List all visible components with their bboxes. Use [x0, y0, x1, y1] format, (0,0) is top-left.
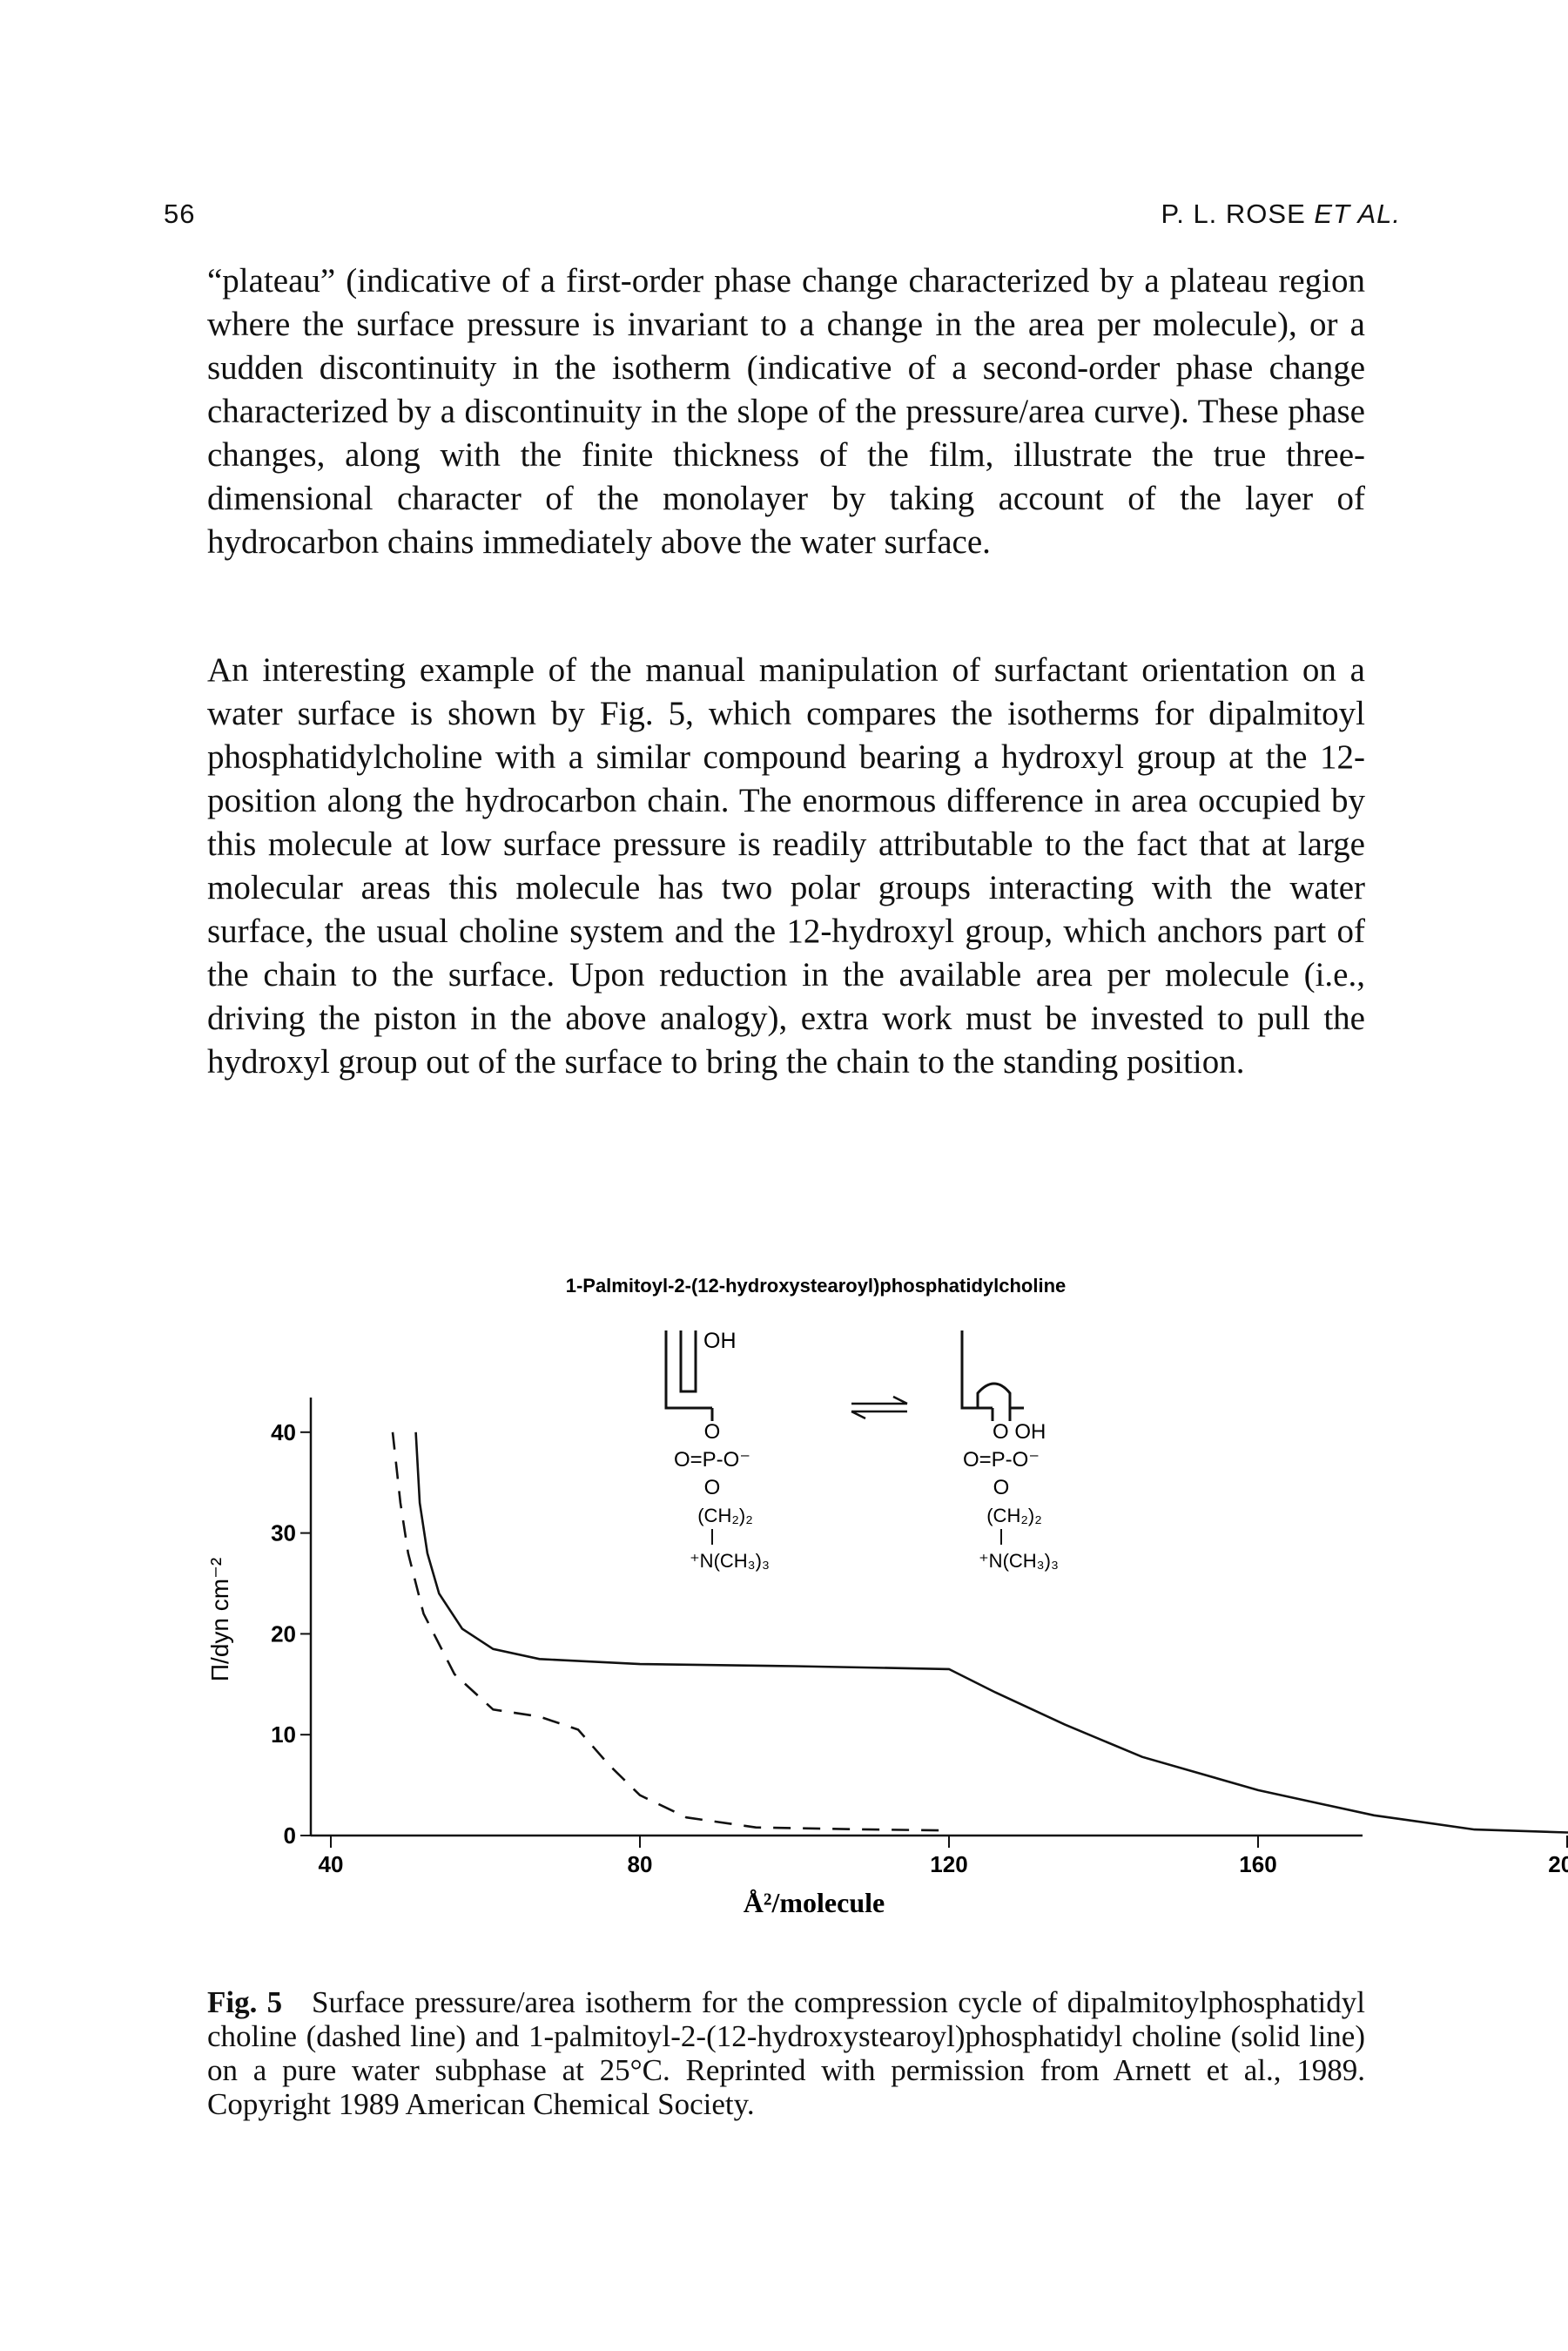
- structure-left-amine: ⁺N(CH₃)₃: [690, 1550, 770, 1572]
- isotherm-chart: 0 10 20 30 40 40 80 120 160 200 Π/dyn cm⁻² Å²/mo…: [206, 1398, 1568, 1918]
- structure-right-chain-1: [960, 1330, 993, 1410]
- page-number: 56: [164, 199, 196, 229]
- structure-right-amine: ⁺N(CH₃)₃: [979, 1550, 1059, 1572]
- x-tick-label: 40: [319, 1851, 344, 1877]
- running-head-etal: ET AL.: [1314, 199, 1401, 229]
- dashed-isotherm: [391, 1431, 950, 1832]
- structure-right: [960, 1330, 1024, 1421]
- structure-right-o2: O: [993, 1476, 1010, 1499]
- y-tick-label: 30: [271, 1520, 296, 1546]
- structure-left-o2: O: [704, 1476, 721, 1499]
- structure-left-phosphate: O=P-O⁻: [674, 1448, 750, 1472]
- forward-arrow: [851, 1395, 908, 1405]
- structure-right-o-oh: O OH: [993, 1420, 1046, 1444]
- body-paragraph-1: “plateau” (indicative of a first-order p…: [207, 262, 1365, 561]
- structure-right-phosphate: O=P-O⁻: [963, 1448, 1040, 1472]
- figure-caption: Fig. 5 Surface pressure/area isotherm fo…: [207, 1985, 1365, 2121]
- reverse-arrow: [851, 1410, 907, 1420]
- structure-left-o1: O: [704, 1420, 721, 1444]
- structure-left-chain-2: [679, 1330, 697, 1393]
- body-paragraph-2: An interesting example of the manual man…: [207, 651, 1365, 1081]
- equilibrium-arrows: [851, 1395, 908, 1420]
- y-tick-label: 40: [271, 1419, 296, 1445]
- running-head: P. L. ROSE ET AL.: [1161, 199, 1401, 230]
- figure-caption-label: Fig. 5: [207, 1985, 283, 2019]
- solid-isotherm: [414, 1431, 1568, 1834]
- running-head-authors: P. L. ROSE: [1161, 199, 1306, 229]
- x-tick-label: 120: [930, 1851, 967, 1877]
- structure-left-oh: OH: [703, 1329, 737, 1353]
- x-axis-label: Å²/molecule: [744, 1887, 885, 1918]
- structure-left: [664, 1330, 714, 1421]
- y-tick-label: 0: [284, 1822, 296, 1849]
- y-tick-label: 10: [271, 1721, 296, 1748]
- figure-caption-text: Surface pressure/area isotherm for the c…: [207, 1985, 1365, 2121]
- structure-left-ch2: (CH₂)₂: [697, 1505, 753, 1526]
- x-tick-label: 200: [1548, 1851, 1568, 1877]
- structure-right-loop: [976, 1382, 1024, 1410]
- y-tick-label: 20: [271, 1620, 296, 1647]
- compound-title: 1-Palmitoyl-2-(12-hydroxystearoyl)phosph…: [566, 1275, 1067, 1297]
- x-tick-label: 80: [628, 1851, 653, 1877]
- structure-right-ch2: (CH₂)₂: [986, 1505, 1042, 1526]
- x-tick-label: 160: [1239, 1851, 1276, 1877]
- y-axis-label: Π/dyn cm⁻²: [206, 1558, 233, 1681]
- structure-left-chain-1: [664, 1330, 712, 1410]
